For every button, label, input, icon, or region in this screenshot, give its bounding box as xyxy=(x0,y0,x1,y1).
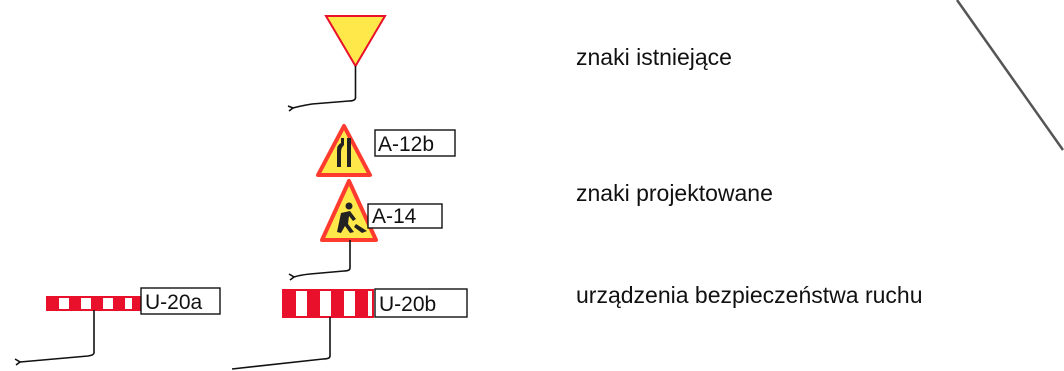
worker-symbol xyxy=(337,202,367,233)
barrier-u20a-group: U-20a xyxy=(14,287,221,366)
barrier-u20a-leader-line xyxy=(19,310,95,363)
barrier-u20a-leader-tick xyxy=(14,358,22,366)
existing-sign-leader-line xyxy=(292,66,357,109)
existing-sign-leader-tick xyxy=(287,105,295,112)
safety-devices-label: urządzenia bezpieczeństwa ruchu xyxy=(576,282,922,308)
road-narrows-sign-icon xyxy=(316,124,372,177)
existing-sign-group xyxy=(287,15,387,112)
road-works-sign-icon xyxy=(320,179,378,242)
sign-a12b-code: A-12b xyxy=(378,133,434,156)
designed-sign-leader-tick xyxy=(288,273,296,281)
barrier-u20b-leader-line xyxy=(231,317,331,370)
sign-a14-code-box xyxy=(367,203,443,229)
barrier-u20b-group: U-20b xyxy=(231,288,468,370)
barrier-u20a-stripes xyxy=(47,297,140,310)
barrier-u20b-code-box xyxy=(374,288,468,318)
road-narrows-symbol xyxy=(337,138,351,167)
sign-a14-code: A-14 xyxy=(372,205,417,228)
designed-signs-label: znaki projektowane xyxy=(576,180,773,206)
barrier-u20a-code: U-20a xyxy=(145,291,203,314)
diagonal-map-line xyxy=(955,0,1064,151)
yield-sign-icon xyxy=(324,15,387,68)
barrier-u20a-code-box xyxy=(140,287,221,315)
barrier-u20b-stripes xyxy=(283,290,368,317)
barrier-u20b-code: U-20b xyxy=(379,293,436,316)
sign-a12b-code-box xyxy=(374,129,456,157)
designed-sign-leader-line xyxy=(293,240,351,278)
existing-signs-label: znaki istniejące xyxy=(576,44,732,70)
sign-a14-group: A-14 xyxy=(288,179,443,281)
sign-a12b-group: A-12b xyxy=(316,124,456,177)
